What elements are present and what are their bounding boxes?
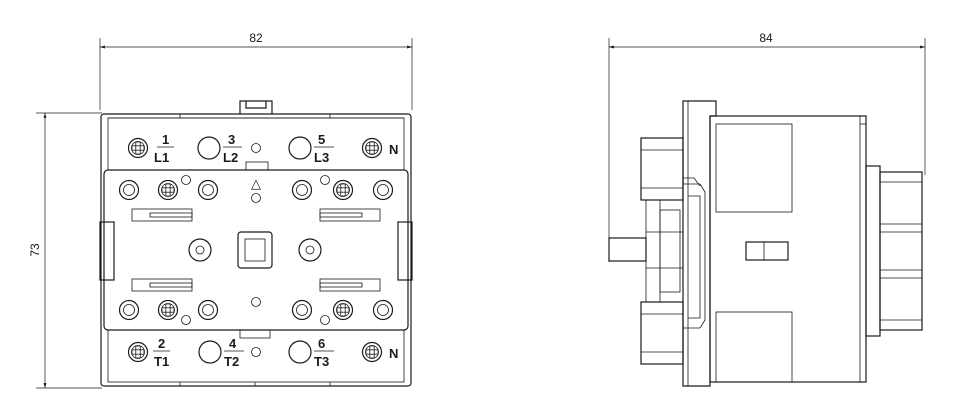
front-width-dimension: 82 xyxy=(99,31,413,110)
side-depth-label: 84 xyxy=(759,31,773,45)
front-body-outline xyxy=(100,113,412,387)
terminal-3-sub: L2 xyxy=(223,150,238,165)
front-height-label: 73 xyxy=(28,243,42,257)
terminal-1-num: 1 xyxy=(162,132,169,147)
terminal-5-sub: L3 xyxy=(314,150,329,165)
side-view: 84 xyxy=(608,31,926,387)
terminal-6-num: 6 xyxy=(318,336,325,351)
terminal-2-num: 2 xyxy=(158,336,165,351)
terminal-n-top: N xyxy=(389,142,398,157)
top-tab xyxy=(239,100,273,114)
terminal-4-sub: T2 xyxy=(224,354,239,369)
terminal-n-bottom: N xyxy=(389,346,398,361)
side-shaft xyxy=(608,237,647,262)
terminal-6-sub: T3 xyxy=(314,354,329,369)
front-height-dimension: 73 xyxy=(28,112,102,389)
front-view: 82 73 xyxy=(28,31,413,389)
terminal-5-num: 5 xyxy=(318,132,325,147)
side-rear-block xyxy=(865,165,881,337)
terminal-3-num: 3 xyxy=(228,132,235,147)
mounting-plate xyxy=(103,169,409,331)
terminal-1-sub: L1 xyxy=(154,150,169,165)
side-depth-dimension: 84 xyxy=(608,31,926,262)
triangle-symbol: △ xyxy=(251,176,261,191)
terminal-2-sub: T1 xyxy=(154,354,169,369)
terminal-4-num: 4 xyxy=(229,336,237,351)
shaft-square xyxy=(237,231,273,269)
front-width-label: 82 xyxy=(249,31,263,45)
